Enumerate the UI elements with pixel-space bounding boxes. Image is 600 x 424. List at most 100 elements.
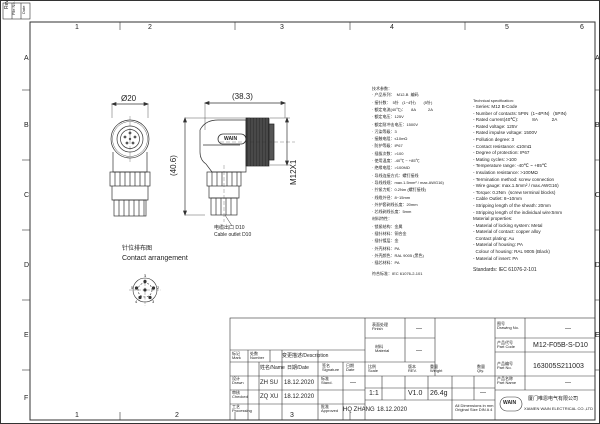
specs-en-title: Technical specification: [473, 98, 514, 103]
grid-ticks [22, 21, 600, 420]
scale-label: 比例 Scale [368, 364, 379, 373]
specs-en-line: - Torque: 0.2Nm (screw terminal blocks) [473, 189, 556, 195]
col-number-4: 4 [390, 24, 394, 31]
specs-en-line: Contact plating: Au [473, 235, 515, 241]
file-no-header-label: File No. [11, 1, 16, 15]
specs-en-line: - Temperature range: -40℃ ~ +85℃ [473, 163, 548, 169]
qty-value: — [480, 390, 486, 396]
finish-value: — [416, 326, 422, 332]
pin-label-3: 3 [152, 299, 155, 304]
contact-arrangement-cn: 针位排布图 [122, 246, 153, 252]
row-letter-b: B [24, 122, 29, 129]
date-header: 日期/Date [287, 365, 309, 371]
specs-cn-line: · 额定电压：125V [372, 114, 404, 120]
cable-outlet-en: Cable outlet D10 [214, 232, 252, 238]
specs-en-line: - Material of contact: copper alloy [473, 229, 541, 235]
qty-label: 数量 Qty. [477, 364, 485, 373]
col-number-5: 5 [505, 24, 509, 31]
specs-cn-line: · 额定电流(40℃)： 8A 2A [372, 107, 433, 112]
dimensions-note: All Dimensions in mm Original Size DIN A… [455, 403, 494, 412]
specs-cn-line: · 接触电阻：≤10mΩ [372, 136, 408, 142]
specs-en-line: - Cable Outlet: 8~10mm [473, 196, 522, 202]
specs-cn-line: · 插针材料：铜合金 [372, 231, 407, 237]
specs-en-line: - Material of housing: PA [473, 242, 523, 248]
specs-cn-line: · 使用温度：-40℃ ~ +85℃ [372, 158, 420, 164]
mark-label: 标记 Mark [232, 351, 241, 360]
stand-dash: — [350, 380, 356, 386]
company-name-en: XIAMEN WAIN ELECTRICAL CO.,LTD [524, 406, 593, 411]
specs-en-line: - Material of locking system: Metal [473, 222, 543, 228]
specs-en-line: - Material of insert: PA [473, 255, 519, 261]
specs-cn-line: · 接针数： 5针 (1~4针) (5针) [372, 99, 433, 105]
part-code-value: M12-F05B-S-D10 [533, 342, 588, 349]
brand-mark-on-housing: WAIN [224, 136, 238, 142]
specs-en-line: - Rated impulse voltage: 1500V [473, 130, 538, 136]
right-row-letter-b: B [595, 122, 600, 129]
specs-cn-line: · 插拔次数：>100 [372, 150, 404, 156]
col-number-6: 6 [580, 24, 584, 31]
specs-cn-line: · 绝缘电阻：>100MΩ [372, 165, 410, 171]
row-letter-d: D [24, 262, 30, 269]
name-header: 姓名/Name [260, 365, 285, 371]
drawing-no-label: 图号 Drawing No. [497, 321, 520, 330]
specs-en-line: - Stripping length of the individual wir… [473, 209, 563, 215]
revision-box [2, 2, 31, 20]
drawn-name: ZH SU [260, 380, 278, 386]
specs-en-line: Material properties: [473, 216, 513, 222]
length-label: (38.3) [232, 92, 253, 101]
stand-label: 标准 Stand. [321, 376, 333, 385]
specs-cn-line: · 外壳材料：PA [372, 245, 400, 251]
bottom-col-number-2: 2 [175, 412, 179, 419]
height-label: (40.6) [169, 155, 178, 176]
weight-label: 重量 Weight [430, 364, 443, 373]
specs-en-line: - Termination method: screw connection [473, 176, 555, 182]
contact-arrangement-diagram [129, 274, 161, 306]
bottom-col-number-3: 3 [290, 412, 294, 419]
diameter-label: Ø20 [121, 94, 137, 103]
right-row-letter-c: C [595, 192, 600, 199]
checked-label: 审核 Checked [232, 390, 248, 399]
approved-name: HQ ZHANG [343, 407, 375, 413]
specs-en-line: - Series: M12 B-Code [473, 104, 518, 109]
processing-label: 工艺 Processing [232, 404, 252, 413]
front-view [109, 101, 151, 217]
weight-value: 26.4g [430, 390, 448, 397]
title-block-grid [229, 317, 596, 421]
specs-cn-line: · 锁紧结构：金属 [372, 223, 403, 229]
part-no-label: 产品编号 Part No. [497, 361, 513, 370]
specs-en-line: - Insulation resistance: >100MΩ [473, 169, 538, 175]
right-row-letter-a: A [595, 55, 600, 62]
specs-en-line: - Number of contacts: 5PIN (1~4PIN) (5PI… [473, 110, 567, 116]
row-letter-e: E [24, 332, 29, 339]
specs-cn-list: · 产品系列： M12-B 编码· 接针数： 5针 (1~4针) (5针) · 额… [372, 91, 472, 266]
specs-cn-line: · 导线连接方式：螺钉接线 [372, 172, 419, 178]
part-name-value: — [565, 380, 571, 386]
specs-en-line: - Degree of protection: IP67 [473, 150, 530, 156]
specs-cn-title: 技术参数： [372, 86, 392, 91]
specs-cn-line: · 产品系列： M12-B 编码 [372, 92, 419, 98]
drawn-label: 设计 Drawn [232, 376, 244, 385]
part-name-label: 产品名称 Part Name [497, 376, 517, 385]
specs-en-block: Technical specification: - Series: M12 B… [473, 98, 593, 273]
col-number-3: 3 [280, 24, 284, 31]
material-value: — [416, 348, 422, 354]
scale-value: 1:1 [369, 390, 379, 397]
contact-arrangement-en: Contact arrangement [122, 255, 188, 262]
material-label: 材料 Material [375, 344, 390, 353]
specs-en-list: - Series: M12 B-Code- Number of contacts… [473, 104, 593, 262]
description-header: 变更描述/Description [282, 353, 329, 359]
finish-label: 表面处理 Finish [372, 322, 388, 331]
specs-cn-line: · 插芯材料：PA [372, 260, 400, 266]
specs-cn-line: · 额定耐冲击电压：1500V [372, 121, 419, 127]
thread-label: M12X1 [289, 159, 298, 185]
specs-cn-line: · 防护等级：IP67 [372, 143, 403, 149]
bottom-col-number-1: 1 [75, 412, 79, 419]
specs-en-line: Colour of housing: RAL 9005 (Black) [473, 249, 550, 255]
specs-cn-block: 技术参数： · 产品系列： M12-B 编码· 接针数： 5针 (1~4针) (… [372, 86, 472, 276]
specs-cn-line: · 污染等级：3 [372, 128, 397, 134]
specs-en-line: - Wire gauge: max.1.5mm² / max.AWG16) [473, 183, 559, 189]
approved-date: 18.12.2020 [377, 407, 408, 413]
specs-cn-line: · 导线线规：max.1.5mm² / max.AWG16) [372, 179, 444, 185]
